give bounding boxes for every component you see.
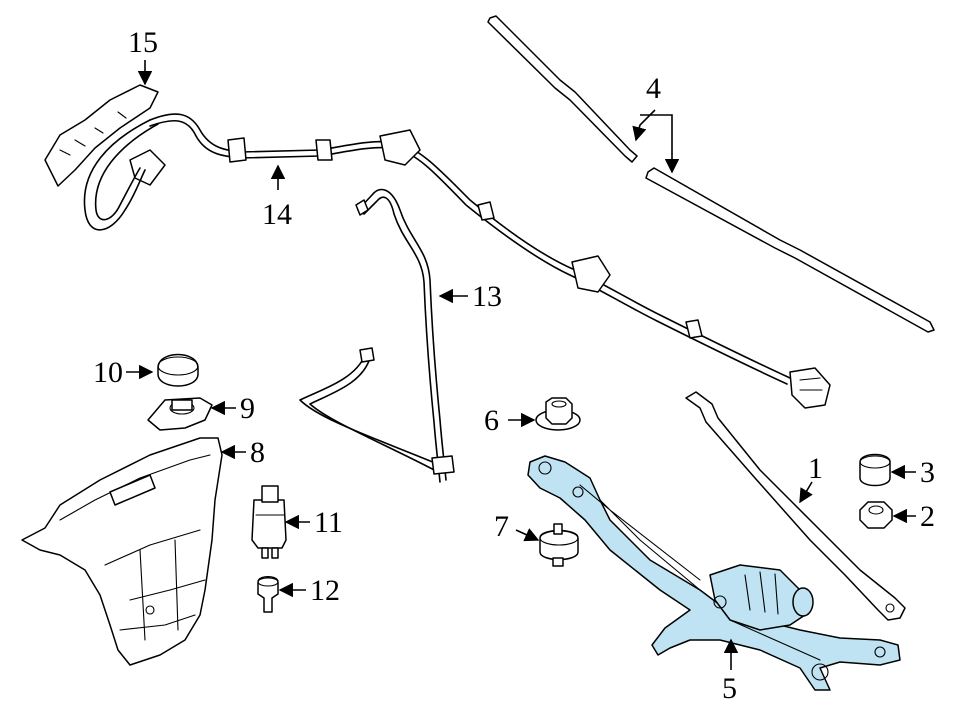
part-7-grommet: [539, 523, 579, 567]
arrow-4b: [640, 114, 680, 174]
arrow-1: [799, 481, 813, 504]
callout-3: 3: [920, 456, 935, 489]
part-6-flange-nut: [535, 397, 581, 431]
part-8-washer-reservoir: [21, 437, 223, 666]
callout-15: 15: [128, 26, 158, 59]
callout-6: 6: [484, 404, 499, 437]
part-3-cap: [859, 453, 891, 487]
part-14-wiring-harness: [149, 113, 831, 409]
part-10-seal: [157, 353, 199, 387]
part-1-wiper-arm: [685, 391, 906, 621]
callout-7: 7: [494, 510, 509, 543]
callout-11: 11: [314, 506, 343, 539]
callout-14: 14: [262, 198, 292, 231]
callout-10: 10: [93, 356, 123, 389]
callout-5: 5: [722, 672, 737, 705]
callout-arrows: [126, 60, 916, 670]
part-12-grommet: [257, 576, 279, 613]
callout-9: 9: [240, 392, 255, 425]
part-15-sensor-bracket: [44, 84, 166, 231]
part-9-level-sensor: [147, 397, 213, 431]
callout-4: 4: [646, 72, 661, 105]
callout-13: 13: [472, 280, 502, 313]
callout-1: 1: [808, 452, 823, 485]
part-4-wiper-blades: [487, 15, 935, 333]
callout-8: 8: [250, 436, 265, 469]
callout-labels: 15 14 13 4 10 9 8 6 1 3 2 7 11 12 5: [93, 26, 935, 705]
part-13-washer-hose: [299, 188, 455, 483]
part-2-nut: [859, 501, 893, 529]
part-5-wiper-motor-linkage: [527, 455, 901, 691]
callout-2: 2: [920, 500, 935, 533]
part-11-washer-pump: [251, 485, 287, 559]
arrow-7: [515, 528, 540, 542]
callout-12: 12: [310, 574, 340, 607]
